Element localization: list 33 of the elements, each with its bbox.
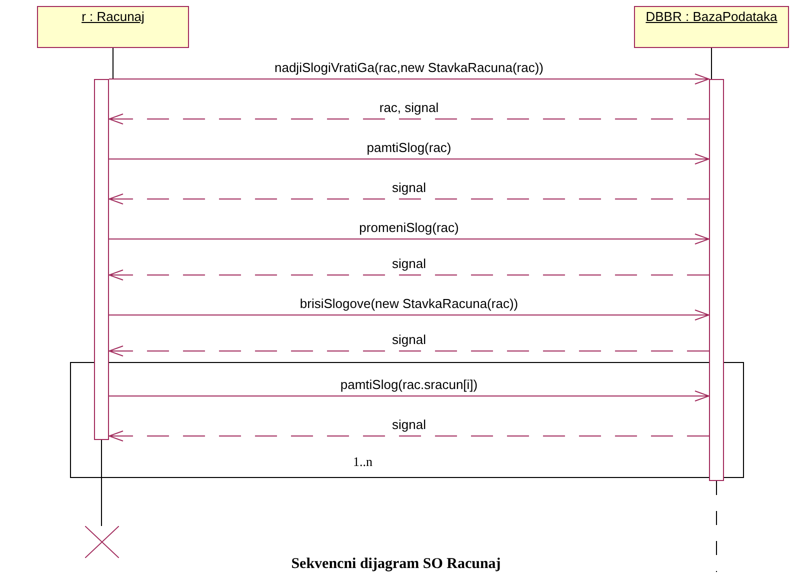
activation-bar: [709, 79, 724, 481]
message-label: pamtiSlog(rac): [366, 140, 452, 155]
message-arrow: [108, 270, 710, 280]
message-arrow: [108, 114, 710, 124]
caption: Sekvencni dijagram SO Racunaj: [290, 556, 502, 573]
message-label: pamtiSlog(rac.sracun[i]): [340, 377, 478, 392]
lifeline: [112, 48, 114, 80]
message-label: signal: [392, 256, 426, 271]
message-arrow: [108, 346, 710, 356]
message-label: promeniSlog(rac): [359, 220, 459, 235]
activation-bar: [94, 79, 109, 440]
message-arrow: [108, 154, 710, 164]
message-label: signal: [392, 417, 426, 432]
message-arrow: [108, 390, 710, 402]
lifeline: [716, 480, 717, 572]
object-name: r : Racunaj: [82, 9, 144, 24]
object-box: [634, 6, 789, 48]
lifeline: [711, 48, 712, 80]
message-arrow: [108, 310, 710, 320]
message-label: signal: [392, 332, 426, 347]
message-arrow: [108, 194, 710, 204]
loop-label: 1..n: [353, 454, 372, 470]
object-box: [37, 6, 189, 48]
lifeline: [101, 440, 102, 526]
message-label: rac, signal: [379, 100, 439, 115]
message-label: brisiSlogove(new StavkaRacuna(rac)): [300, 296, 518, 311]
message-label: signal: [392, 180, 426, 195]
message-arrow: [108, 234, 710, 244]
destroy-mark: [85, 526, 119, 558]
message-arrow: [108, 74, 710, 84]
object-name: DBBR : BazaPodataka: [646, 9, 778, 24]
message-arrow: [108, 430, 710, 442]
message-label: nadjiSlogiVratiGa(rac,new StavkaRacuna(rac)): [274, 60, 544, 75]
